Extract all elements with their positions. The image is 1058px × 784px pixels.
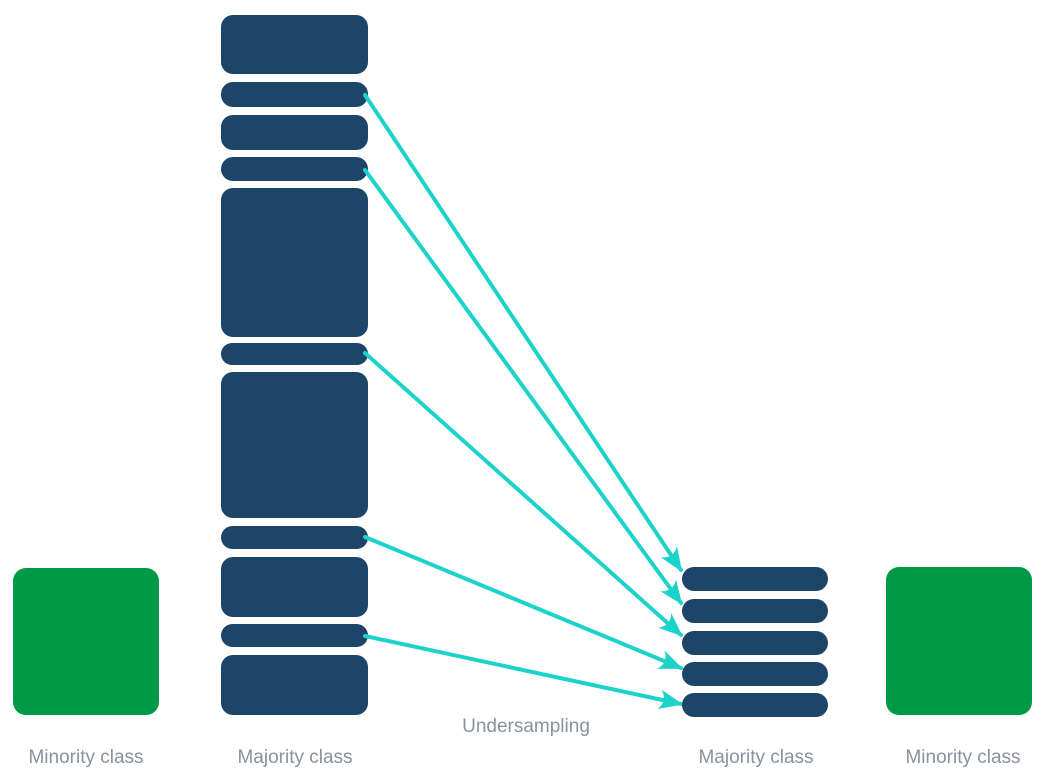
majority-sample-block xyxy=(221,655,368,715)
undersampling-arrow xyxy=(363,634,684,710)
undersampling-arrow xyxy=(363,168,683,605)
minority-class-square-right xyxy=(886,567,1032,715)
majority-class-label-right: Majority class xyxy=(698,747,814,768)
majority-sample-block xyxy=(221,343,368,365)
majority-sample-block xyxy=(221,157,368,181)
majority-sample-block xyxy=(221,188,368,337)
majority-sample-bar xyxy=(682,662,828,686)
undersampling-arrow xyxy=(363,351,683,637)
undersampling-arrow xyxy=(363,535,684,670)
majority-sample-block xyxy=(221,15,368,74)
majority-sample-bar xyxy=(682,631,828,655)
undersampling-annotation: Undersampling xyxy=(462,716,590,737)
majority-sample-block xyxy=(221,115,368,150)
majority-sample-bar xyxy=(682,567,828,591)
majority-sample-bar xyxy=(682,693,828,717)
undersampling-arrow xyxy=(363,93,683,572)
majority-sample-block xyxy=(221,624,368,647)
majority-class-label-left: Majority class xyxy=(237,747,353,768)
majority-sample-block xyxy=(221,557,368,617)
majority-sample-block xyxy=(221,526,368,549)
minority-class-label-left: Minority class xyxy=(28,747,144,768)
minority-class-label-right: Minority class xyxy=(905,747,1021,768)
majority-sample-block xyxy=(221,372,368,518)
minority-class-square-left xyxy=(13,568,159,715)
majority-sample-bar xyxy=(682,599,828,623)
majority-sample-block xyxy=(221,82,368,107)
